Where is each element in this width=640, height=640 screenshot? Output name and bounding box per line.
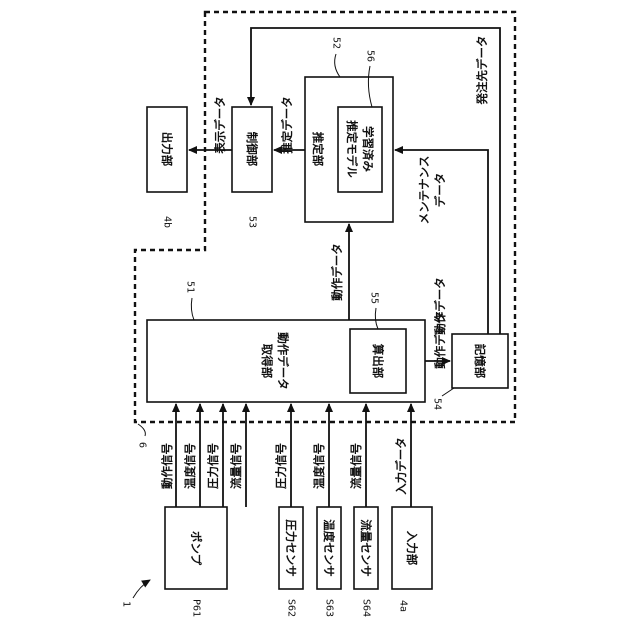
acquisition-label-line1: 動作データ <box>276 332 290 390</box>
label-order-destination: 発注先データ <box>475 36 489 106</box>
ref-output: 4b <box>162 216 173 228</box>
ref-storage-leader <box>442 388 454 396</box>
label-maintenance-line2: データ <box>433 173 447 208</box>
ref-model: 56 <box>365 50 376 62</box>
ref-calculation: 55 <box>369 292 380 304</box>
control-block: 制御部 <box>232 107 272 192</box>
flow-sensor-block: 流量センサ <box>354 507 378 589</box>
input-label: 入力部 <box>405 531 419 566</box>
storage-label: 記憶部 <box>473 344 487 379</box>
ref-pressure-sensor: S62 <box>286 599 297 617</box>
label-display-data: 表示データ <box>213 96 227 155</box>
ref-control: 53 <box>247 216 258 228</box>
label-flow: 流量信号 <box>349 443 363 489</box>
ref-input: 4a <box>398 600 409 612</box>
model-label-line2: 推定モデル <box>345 120 359 178</box>
model-label-line1: 学習済み <box>361 126 375 172</box>
ref-acquisition-leader <box>191 298 194 320</box>
pressure-sensor-block: 圧力センサ <box>279 507 303 589</box>
ref-pump: P61 <box>191 599 202 617</box>
ref-flow-sensor: S64 <box>361 599 372 617</box>
pump-block: ポンプ <box>165 507 227 589</box>
estimation-label: 推定部 <box>311 132 325 167</box>
label-pump-operation: 動作信号 <box>160 443 174 489</box>
ref-system: 1 <box>121 601 132 607</box>
flow-sensor-label: 流量センサ <box>359 519 373 577</box>
ref-device-leader <box>138 424 145 436</box>
label-operation-to-estimation: 動作データ <box>330 243 344 301</box>
output-label: 出力部 <box>160 132 174 167</box>
model-block: 学習済み 推定モデル <box>338 107 382 192</box>
temp-sensor-label: 温度センサ <box>322 519 336 577</box>
label-pump-pressure: 圧力信号 <box>206 443 220 489</box>
calculation-label: 算出部 <box>371 343 385 379</box>
ref-estimation: 52 <box>331 37 342 49</box>
pressure-sensor-label: 圧力センサ <box>284 519 298 577</box>
ref-storage: 54 <box>432 398 443 410</box>
ref-system-leader <box>133 580 150 598</box>
storage-block: 記憶部 <box>452 334 508 388</box>
output-block: 出力部 <box>147 107 187 192</box>
label-pump-temperature: 温度信号 <box>183 443 197 489</box>
label-input-data: 入力データ <box>394 437 408 495</box>
label-maintenance-line1: メンテナンス <box>417 156 431 225</box>
label-pump-flow: 流量信号 <box>229 443 243 489</box>
pump-label: ポンプ <box>189 531 203 566</box>
ref-estimation-leader <box>335 54 340 77</box>
calculation-block: 算出部 <box>350 329 406 393</box>
label-operation-from-storage: 動作データ <box>433 277 447 335</box>
label-pressure: 圧力信号 <box>274 443 288 489</box>
input-block: 入力部 <box>392 507 432 589</box>
ref-device: 6 <box>137 442 148 448</box>
label-temperature: 温度信号 <box>312 443 326 489</box>
control-label: 制御部 <box>245 132 259 167</box>
acquisition-label-line2: 取得部 <box>260 344 274 379</box>
temp-sensor-block: 温度センサ <box>317 507 341 589</box>
ref-temp-sensor: S63 <box>324 599 335 617</box>
ref-acquisition: 51 <box>185 281 196 293</box>
label-estimation-data: 推定データ <box>280 96 294 154</box>
